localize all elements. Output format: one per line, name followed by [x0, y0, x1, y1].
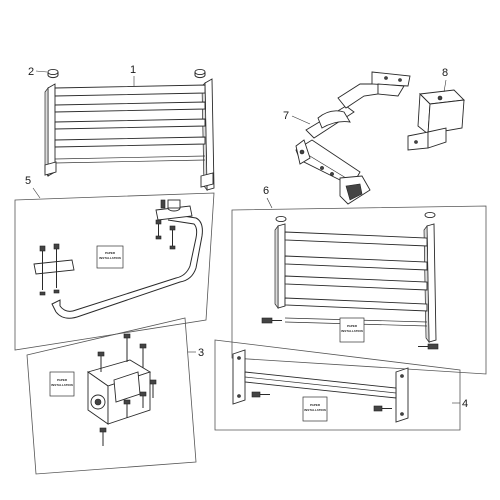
callout-7: 7	[283, 110, 289, 122]
card-5-line2: INSTALLATION	[99, 256, 121, 260]
card-6-line2: INSTALLATION	[341, 329, 363, 333]
card-3-line1: PAPER	[57, 378, 68, 382]
card-4-line1: PAPER	[310, 403, 321, 407]
card-3-line2: INSTALLATION	[51, 383, 73, 387]
part-3-block-assembly	[86, 333, 157, 446]
part-4-crossbar	[232, 349, 409, 423]
callout-2: 2	[28, 66, 34, 78]
instruction-card-6: PAPER INSTALLATION	[339, 317, 365, 343]
instruction-card-5: PAPER INSTALLATION	[96, 245, 124, 269]
part-8-stake-bracket	[407, 89, 465, 151]
callout-1: 1	[130, 64, 136, 76]
callout-3: 3	[198, 347, 204, 359]
card-6-line1: PAPER	[347, 324, 358, 328]
card-4-line2: INSTALLATION	[304, 408, 326, 412]
callout-4: 4	[462, 398, 468, 410]
callout-5: 5	[25, 175, 31, 187]
part-1-ladder-rack	[44, 78, 215, 192]
part-2-cap	[47, 68, 206, 79]
part-6-ladder-rack	[261, 211, 439, 350]
part-5-bent-tube	[33, 205, 203, 319]
part-3-panel-frame	[26, 317, 197, 475]
part-5-hardware	[39, 199, 181, 296]
part-7-mount-bracket	[295, 71, 411, 205]
part-6-panel-frame	[231, 205, 487, 375]
part-5-panel-frame	[14, 192, 215, 351]
card-5-line1: PAPER	[105, 251, 116, 255]
callout-8: 8	[442, 67, 448, 79]
callout-6: 6	[263, 185, 269, 197]
instruction-card-4: PAPER INSTALLATION	[302, 396, 328, 422]
instruction-card-3: PAPER INSTALLATION	[49, 371, 75, 397]
part-4-panel-frame	[214, 339, 461, 431]
